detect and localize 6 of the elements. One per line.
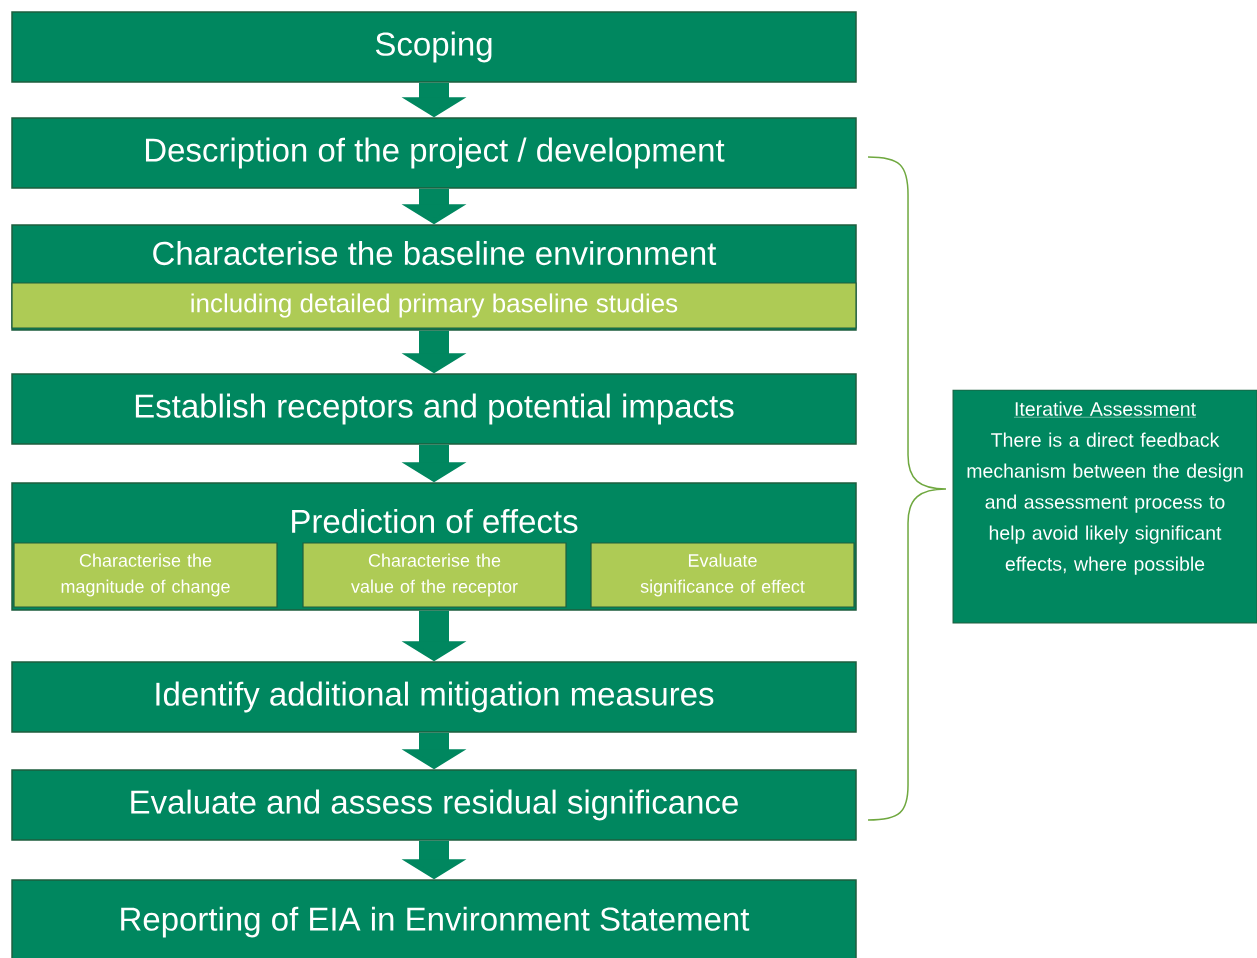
step-box: Characterise the magnitude of change [13, 542, 278, 608]
step-box: Characterise the value of the receptor [302, 542, 567, 608]
process-box: Scoping [11, 11, 857, 83]
note-box: Iterative Assessment There is a direct feedback mechanism between the design and assessment process to help avoid likely significant effects, where possible [952, 389, 1257, 624]
detail-box: including detailed primary baseline studies [11, 282, 857, 329]
step-box: Evaluate significance of effect [590, 542, 855, 608]
